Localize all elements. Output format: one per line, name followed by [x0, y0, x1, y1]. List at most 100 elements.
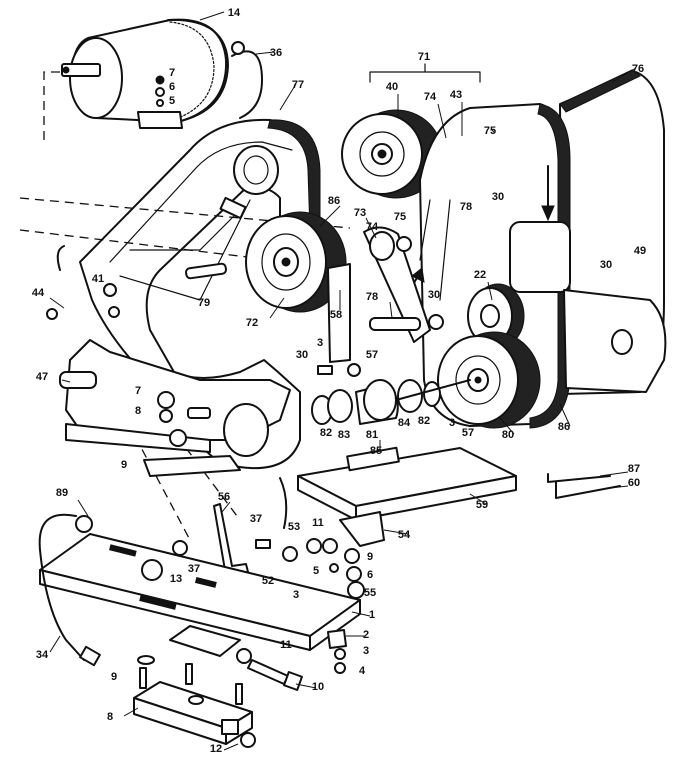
part-callout: 43 — [450, 89, 462, 101]
leader-line — [77, 499, 89, 517]
part-callout: 11 — [280, 639, 292, 651]
pulley-72 — [245, 211, 347, 313]
part-callout: 79 — [198, 297, 210, 309]
part-callout: 40 — [386, 81, 398, 93]
part-callout: 82 — [418, 415, 430, 427]
part-callout: 5 — [169, 95, 175, 107]
leader-line — [221, 501, 231, 513]
part-callout: 47 — [36, 371, 48, 383]
part-callout: 44 — [32, 287, 45, 299]
leader-line — [49, 297, 65, 309]
part-callout: 57 — [462, 427, 474, 439]
part-callout: 49 — [634, 245, 646, 257]
leader-line — [559, 403, 571, 427]
part-callout: 10 — [312, 681, 324, 693]
part-callout: 82 — [320, 427, 332, 439]
leader-line — [469, 493, 487, 505]
foot-8 — [133, 655, 256, 748]
part-callout: 75 — [394, 211, 406, 223]
part-callout: 3 — [449, 417, 455, 429]
bolt-10 — [236, 648, 303, 691]
part-callout: 7 — [169, 67, 175, 79]
leader-line — [487, 281, 493, 301]
part-callout: 56 — [218, 491, 230, 503]
power-cord — [38, 513, 101, 667]
part-callout: 59 — [476, 499, 488, 511]
part-callout: 7 — [135, 385, 141, 397]
leader-line — [61, 379, 71, 383]
leader-line — [49, 635, 61, 653]
leader-line — [295, 683, 317, 689]
part-callout: 86 — [328, 195, 340, 207]
part-callout: 9 — [121, 459, 127, 471]
part-callout: 86 — [558, 421, 570, 433]
part-callout: 74 — [424, 91, 437, 103]
part-callout: 72 — [246, 317, 258, 329]
leader-line — [611, 67, 637, 83]
part-callout: 57 — [366, 349, 378, 361]
leader-line — [599, 471, 629, 477]
part-callout: 41 — [92, 273, 104, 285]
part-callout: 37 — [250, 513, 262, 525]
part-callout: 3 — [317, 337, 323, 349]
part-callout: 12 — [210, 743, 222, 755]
leader-line — [437, 103, 447, 139]
part-callout: 34 — [36, 649, 49, 661]
part-callout: 85 — [370, 445, 382, 457]
part-callout: 30 — [296, 349, 308, 361]
part-callout: 53 — [288, 521, 300, 533]
part-callout: 83 — [338, 429, 350, 441]
pulley-22 — [467, 283, 525, 349]
part-callout: 8 — [107, 711, 113, 723]
leader-line — [491, 129, 495, 133]
part-callout: 77 — [292, 79, 304, 91]
part-callout: 54 — [398, 529, 411, 541]
part-callout: 36 — [270, 47, 282, 59]
part-callout: 58 — [330, 309, 342, 321]
motor-shaft-guide — [43, 71, 62, 140]
motor-cord — [231, 41, 263, 119]
part-callout: 73 — [354, 207, 366, 219]
lower-frame — [46, 245, 291, 477]
base-plate — [39, 515, 361, 657]
part-callout: 30 — [600, 259, 612, 271]
part-callout: 71 — [418, 51, 430, 63]
part-callout: 11 — [312, 517, 324, 529]
pulley-40 — [341, 109, 443, 199]
part-callout: 22 — [474, 269, 486, 281]
part-callout: 1 — [369, 609, 375, 621]
part-callout: 2 — [363, 629, 369, 641]
leader-line — [499, 417, 515, 435]
part-callout: 30 — [492, 191, 504, 203]
hex-wrenches — [547, 473, 621, 499]
bracket-71 — [369, 63, 481, 83]
leader-line — [223, 743, 239, 751]
part-callout: 5 — [313, 565, 319, 577]
hardware-stack — [255, 511, 385, 674]
part-callout: 55 — [364, 587, 376, 599]
leader-line — [269, 297, 285, 319]
part-callout: 30 — [428, 289, 440, 301]
leader-line — [123, 707, 139, 717]
leader-line — [389, 301, 393, 319]
part-callout: 81 — [366, 429, 378, 441]
part-callout: 89 — [56, 487, 68, 499]
part-callout: 74 — [366, 221, 379, 233]
part-callout: 80 — [502, 429, 514, 441]
motor — [61, 18, 229, 129]
tension-arm — [185, 226, 444, 363]
part-callout: 13 — [170, 573, 182, 585]
leader-line — [319, 205, 341, 227]
leader-line — [383, 529, 409, 535]
leader-line — [365, 217, 377, 239]
part-callout: 6 — [169, 81, 175, 93]
part-callout: 3 — [363, 645, 369, 657]
shaft-assembly — [311, 363, 471, 425]
part-callout: 52 — [262, 575, 274, 587]
part-callout: 9 — [367, 551, 373, 563]
leader-line — [351, 611, 371, 617]
part-callout: 76 — [632, 63, 644, 75]
part-callout: 37 — [188, 563, 200, 575]
